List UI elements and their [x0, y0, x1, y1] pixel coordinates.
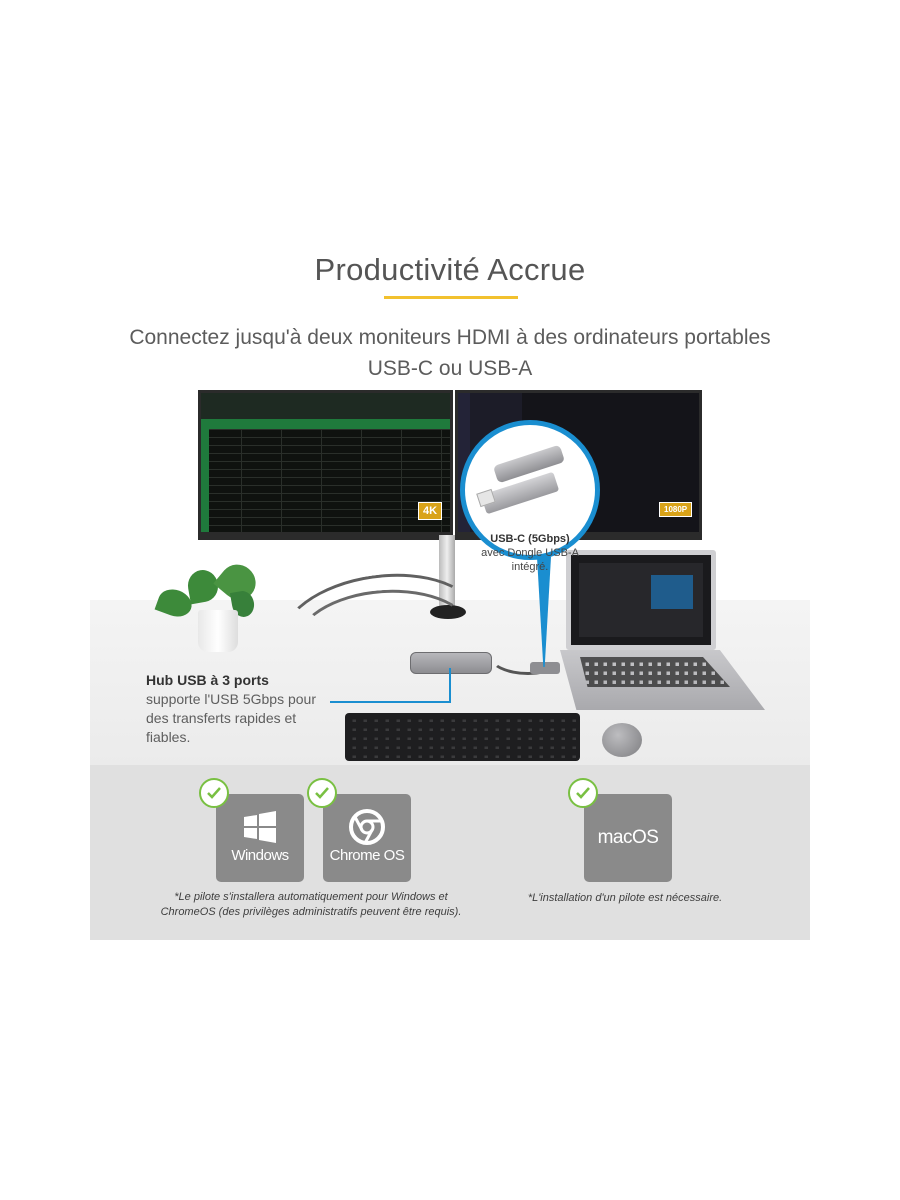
resolution-badge-4k: 4K [418, 502, 443, 520]
connector-callout [460, 420, 600, 560]
driver-note-macos: *L'installation d'un pilote est nécessai… [527, 892, 723, 904]
callout-line-1: avec Dongle USB-A [481, 547, 579, 559]
chrome-icon [323, 806, 411, 848]
hub-pointer-line [449, 668, 451, 703]
os-label-chrome-os: Chrome OS [329, 847, 405, 864]
hub-label: Hub USB à 3 ports supporte l'USB 5Gbps p… [146, 671, 346, 747]
usb-hub [410, 652, 492, 674]
page-title: Productivité Accrue [314, 252, 586, 287]
windows-icon [216, 806, 304, 848]
hub-title: Hub USB à 3 ports [146, 672, 269, 688]
monitor-arm [439, 535, 455, 615]
laptop-keyboard [580, 657, 730, 687]
laptop-screen [566, 550, 716, 650]
laptop-app-preview [651, 575, 693, 609]
mouse [602, 723, 642, 757]
hub-pointer-line [330, 701, 450, 703]
callout-line-2: intégré. [511, 561, 549, 573]
title-underline [384, 296, 518, 299]
os-label-windows: Windows [231, 847, 289, 864]
check-icon [199, 778, 229, 808]
keyboard [345, 713, 580, 761]
monitor-arm-base [430, 605, 466, 619]
callout-title: USB-C (5Gbps) [490, 533, 570, 545]
os-tile-macos: macOS [584, 794, 672, 882]
os-tile-windows: Windows [216, 794, 304, 882]
usb-plug [530, 662, 560, 674]
spreadsheet-toolbar [201, 393, 450, 419]
check-icon [307, 778, 337, 808]
os-tile-chrome-os: Chrome OS [323, 794, 411, 882]
spreadsheet-row-header [201, 429, 209, 532]
plant-pot [198, 610, 238, 652]
spreadsheet-grid [201, 429, 450, 532]
spreadsheet-header [201, 419, 450, 429]
left-monitor [198, 390, 453, 540]
usb-cable [488, 635, 568, 675]
hub-description: supporte l'USB 5Gbps pour des transferts… [146, 691, 316, 745]
callout-label: USB-C (5Gbps) avec Dongle USB-A intégré. [470, 532, 590, 574]
product-scene: 4K 1080P USB-C (5Gbps) avec Dongle USB-A… [90, 385, 810, 940]
page-subtitle: Connectez jusqu'à deux moniteurs HDMI à … [129, 326, 771, 380]
driver-note-windows-chromeos: *Le pilote s'installera automatiquement … [160, 891, 462, 918]
check-icon [568, 778, 598, 808]
os-label-macos: macOS [597, 827, 659, 848]
resolution-badge-1080p: 1080P [659, 502, 693, 517]
